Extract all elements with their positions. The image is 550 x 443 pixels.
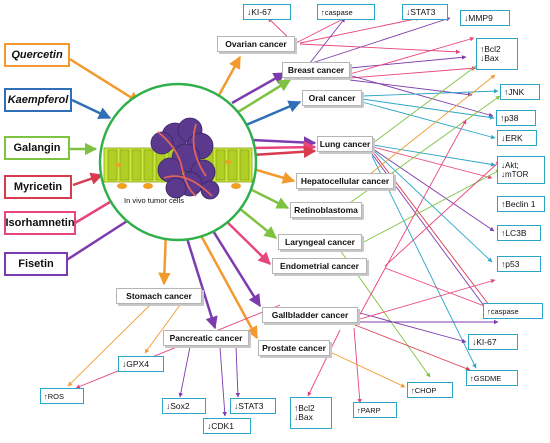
marker-chop: ↑CHOP — [407, 382, 453, 398]
to-hepatocellular-arrow — [249, 166, 296, 184]
to-pancreatic-arrow — [183, 231, 218, 330]
fisetin-arrow — [61, 212, 140, 265]
bax-label: ↓Bax — [480, 53, 499, 63]
isorhamnetin-label: Isorhamnetin — [5, 217, 75, 229]
to-oral-arrow — [245, 100, 302, 127]
marker-p38: ↑p38 — [496, 110, 536, 126]
galangin-label: Galangin — [13, 142, 61, 154]
marker-erk: ↓ERK — [497, 130, 537, 146]
marker-stat3-bottom: ↓STAT3 — [230, 398, 276, 414]
flavonoid-galangin: Galangin — [4, 136, 70, 160]
marker-akt-mtor: ↓Akt;↓mTOR — [497, 156, 545, 184]
mtor-label: ↓mTOR — [501, 170, 529, 179]
myricetin-label: Myricetin — [13, 181, 63, 193]
marker-gpx4: ↓GPX4 — [118, 356, 164, 372]
cancer-hepatocellular: Hepatocellular cancer — [296, 173, 394, 189]
marker-mmp9: ↓MMP9 — [460, 10, 510, 26]
akt-label: ↓Akt; — [501, 161, 519, 170]
marker-ki67-top: ↓KI-67 — [243, 4, 291, 20]
bcl2-label: ↑Bcl2 — [294, 403, 315, 413]
quercetin-arrow — [67, 56, 142, 105]
cancer-lung: Lung cancer — [317, 136, 373, 152]
flavonoid-isorhamnetin: Isorhamnetin — [4, 211, 76, 235]
cancer-endometrial: Endometrial cancer — [272, 258, 367, 274]
marker-caspase-top: ↑caspase — [317, 4, 375, 20]
flavonoid-myricetin: Myricetin — [4, 175, 72, 199]
marker-beclin1: ↑Beclin 1 — [497, 196, 545, 212]
cancer-ovarian: Ovarian cancer — [217, 36, 295, 52]
kaempferol-arrow — [71, 98, 112, 120]
bcl2-label: ↑Bcl2 — [480, 44, 501, 54]
flavonoid-kaempferol: Kaempferol — [4, 88, 72, 112]
marker-lc3b: ↑LC3B — [497, 225, 541, 241]
marker-ki67-right: ↓KI-67 — [468, 334, 518, 350]
cancer-stomach: Stomach cancer — [116, 288, 202, 304]
marker-bcl2-bax-bottom: ↑Bcl2↓Bax — [290, 397, 332, 429]
to-gallbladder-arrow — [208, 225, 262, 308]
fisetin-label: Fisetin — [18, 258, 54, 270]
to-breast-arrow-2 — [237, 78, 292, 114]
tumor-caption: In vivo tumor cells — [124, 196, 185, 205]
cancer-pancreatic: Pancreatic cancer — [163, 330, 249, 346]
marker-caspase-right: ↑caspase — [483, 303, 543, 319]
cancer-gallbladder: Gallbladder cancer — [262, 307, 358, 323]
marker-sox2: ↓Sox2 — [162, 398, 206, 414]
flavonoid-quercetin: Quercetin — [4, 43, 70, 67]
to-lung-arrow-1 — [251, 136, 317, 149]
cancer-prostate: Prostate cancer — [258, 340, 330, 356]
to-prostate-arrow — [196, 229, 259, 340]
marker-bcl2-bax-right: ↑Bcl2↓Bax — [476, 38, 518, 70]
flavonoid-fisetin: Fisetin — [4, 252, 68, 276]
kaempferol-label: Kaempferol — [7, 94, 69, 106]
to-breast-arrow-1 — [231, 71, 287, 105]
marker-jnk: ↑JNK — [500, 84, 540, 100]
marker-p53: ↑p53 — [497, 256, 541, 272]
marker-ros: ↑ROS — [40, 388, 84, 404]
cancer-laryngeal: Laryngeal cancer — [278, 234, 362, 250]
myricetin-arrow — [72, 172, 104, 187]
to-ovarian-arrow — [216, 55, 242, 98]
cancer-retinoblastoma: Retinoblastoma — [290, 202, 362, 218]
marker-cdk1: ↓CDK1 — [203, 418, 251, 434]
to-endometrial-arrow — [221, 216, 271, 265]
cancer-breast: Breast cancer — [282, 62, 350, 78]
marker-stat3-top: ↓STAT3 — [402, 4, 448, 20]
marker-parp: ↑PARP — [353, 402, 397, 418]
quercetin-label: Quercetin — [11, 49, 63, 61]
to-lung-arrow-2 — [251, 140, 317, 154]
to-lung-arrow-3 — [251, 145, 317, 158]
cancer-oral: Oral cancer — [302, 90, 362, 106]
tumor-illustration — [103, 117, 253, 200]
bax-label: ↓Bax — [294, 412, 313, 422]
marker-gsdme: ↑GSDME — [466, 370, 518, 386]
